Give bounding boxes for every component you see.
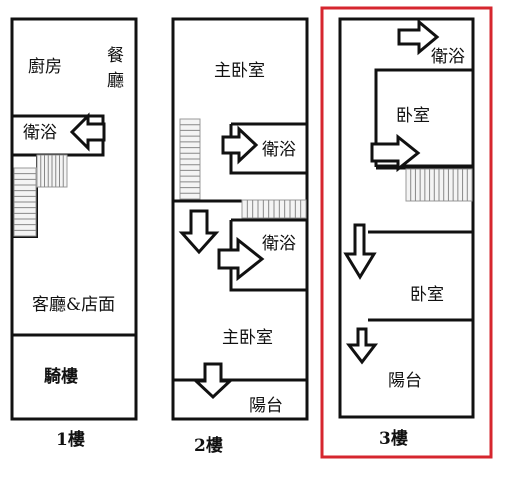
door-arrow-icon — [343, 223, 377, 280]
room-label-bathroom-top: 衛浴 — [262, 140, 296, 160]
stairs-icon — [13, 154, 68, 237]
door-arrow-icon — [217, 236, 265, 282]
door-arrow-icon — [370, 133, 421, 173]
room-label-master-bedroom-bottom: 主卧室 — [222, 328, 273, 348]
floor-3-bedroom-walls — [374, 68, 473, 167]
door-arrow-icon — [397, 18, 440, 56]
room-label-dining-bottom: 廳 — [107, 71, 124, 91]
room-label-living-shop: 客廳&店面 — [32, 295, 115, 315]
room-label-kitchen: 廚房 — [28, 56, 62, 77]
floor-label-2: 2樓 — [194, 435, 223, 456]
room-label-dining-top: 餐 — [107, 46, 124, 66]
stairs-icon — [241, 199, 307, 219]
floor-3-outline — [338, 17, 475, 419]
door-arrow-icon — [69, 112, 106, 152]
stairs-icon — [405, 168, 473, 202]
room-label-bathroom: 衛浴 — [23, 123, 57, 143]
door-arrow-icon — [192, 362, 234, 400]
room-label-master-bedroom-top: 主卧室 — [214, 61, 265, 81]
floor-1-plan: 廚房 餐 廳 衛浴 客廳&店面 騎樓 1樓 — [10, 17, 138, 450]
room-label-bedroom-top: 卧室 — [396, 106, 430, 126]
room-label-bathroom: 衛浴 — [431, 47, 465, 67]
room-label-balcony: 陽台 — [249, 396, 283, 416]
floor-2-plan: 主卧室 衛浴 衛浴 主卧室 陽台 2樓 — [171, 17, 309, 456]
door-arrow-icon — [345, 327, 379, 365]
floor-label-1: 1樓 — [56, 429, 85, 450]
floor-3-plan: 衛浴 卧室 卧室 陽台 3樓 — [320, 6, 493, 459]
room-label-bathroom-bottom: 衛浴 — [262, 234, 296, 254]
room-label-arcade: 騎樓 — [44, 366, 78, 387]
floor-1-stair-walls — [11, 155, 38, 238]
door-arrow-icon — [221, 125, 259, 165]
stairs-icon — [179, 118, 201, 200]
floor-label-3: 3樓 — [379, 428, 408, 449]
floor-2-bottom-bathroom-walls — [229, 220, 307, 292]
door-arrow-icon — [178, 209, 220, 255]
room-label-bedroom-bottom: 卧室 — [410, 285, 444, 305]
room-label-balcony: 陽台 — [388, 371, 422, 391]
floor-3-highlight-frame — [320, 6, 493, 459]
